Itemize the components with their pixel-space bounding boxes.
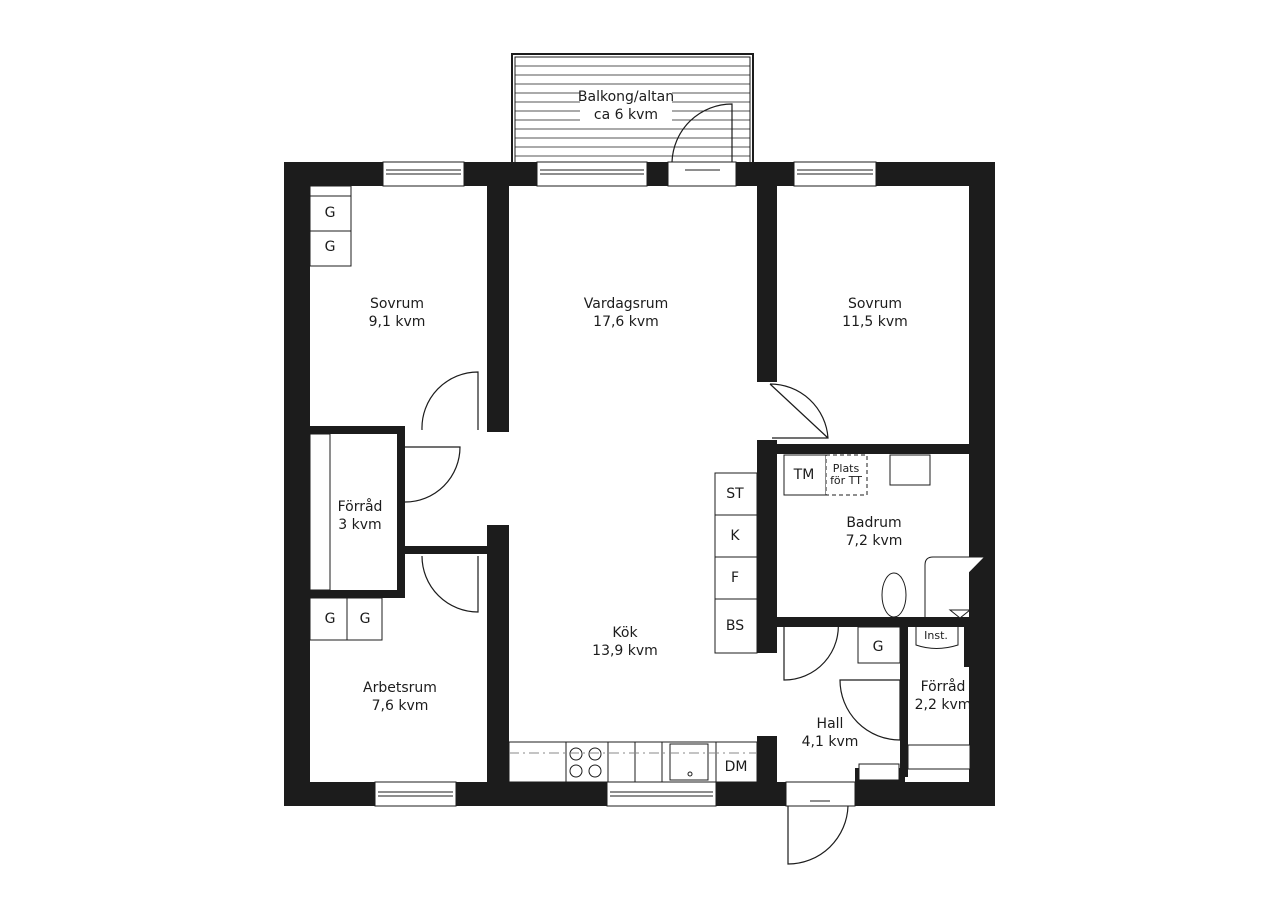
- room-name: Arbetsrum: [363, 680, 437, 696]
- room-label-badrum: Badrum 7,2 kvm: [846, 514, 903, 550]
- room-label-sovrum-2: Sovrum 11,5 kvm: [842, 295, 908, 331]
- fixture-g-wardrobe: G: [324, 205, 336, 221]
- room-label-arbetsrum: Arbetsrum 7,6 kvm: [363, 679, 437, 715]
- room-name: Badrum: [846, 515, 902, 531]
- room-area: ca 6 kvm: [593, 107, 659, 123]
- room-name: Balkong/altan: [577, 89, 675, 105]
- room-name: Hall: [816, 716, 844, 732]
- room-name: Förråd: [920, 679, 966, 695]
- room-label-balkong: Balkong/altan ca 6 kvm: [578, 88, 674, 124]
- room-area: 11,5 kvm: [842, 314, 908, 330]
- room-area: 13,9 kvm: [592, 643, 658, 659]
- room-name: Kök: [612, 625, 638, 641]
- fixture-text: Plats: [832, 462, 860, 475]
- room-label-kok: Kök 13,9 kvm: [592, 624, 658, 660]
- fixture-g-wardrobe: G: [324, 611, 336, 627]
- room-label-forrad-1: Förråd 3 kvm: [338, 498, 383, 534]
- room-name: Förråd: [337, 499, 383, 515]
- fixture-bs-cabinet: BS: [725, 618, 745, 634]
- room-area: 3 kvm: [338, 517, 382, 533]
- fixture-tm-washer: TM: [793, 467, 815, 483]
- fixture-f-freezer: F: [730, 570, 740, 586]
- fixture-g-wardrobe: G: [872, 639, 884, 655]
- room-area: 2,2 kvm: [914, 697, 972, 713]
- fixture-k-fridge: K: [730, 528, 740, 544]
- fixture-st-cabinet: ST: [726, 486, 744, 502]
- balcony: [511, 53, 754, 165]
- room-name: Vardagsrum: [583, 296, 669, 312]
- room-label-vardagsrum: Vardagsrum 17,6 kvm: [584, 295, 669, 331]
- fixture-outlines: [309, 185, 984, 783]
- room-name: Sovrum: [847, 296, 902, 312]
- room-area: 7,2 kvm: [845, 533, 903, 549]
- room-area: 9,1 kvm: [368, 314, 426, 330]
- room-label-forrad-2: Förråd 2,2 kvm: [915, 678, 972, 714]
- windows: [374, 161, 877, 807]
- fixture-dm-dishwasher: DM: [724, 759, 748, 775]
- fixture-inst-panel: Inst.: [924, 629, 948, 642]
- fixture-g-wardrobe: G: [324, 239, 336, 255]
- room-name: Sovrum: [369, 296, 424, 312]
- room-label-hall: Hall 4,1 kvm: [802, 715, 859, 751]
- fixture-text: för TT: [830, 474, 862, 487]
- fixture-g-wardrobe: G: [359, 611, 371, 627]
- door-swings: [404, 103, 901, 865]
- room-area: 7,6 kvm: [371, 698, 429, 714]
- room-label-sovrum-1: Sovrum 9,1 kvm: [369, 295, 426, 331]
- room-area: 4,1 kvm: [801, 734, 859, 750]
- room-area: 17,6 kvm: [593, 314, 659, 330]
